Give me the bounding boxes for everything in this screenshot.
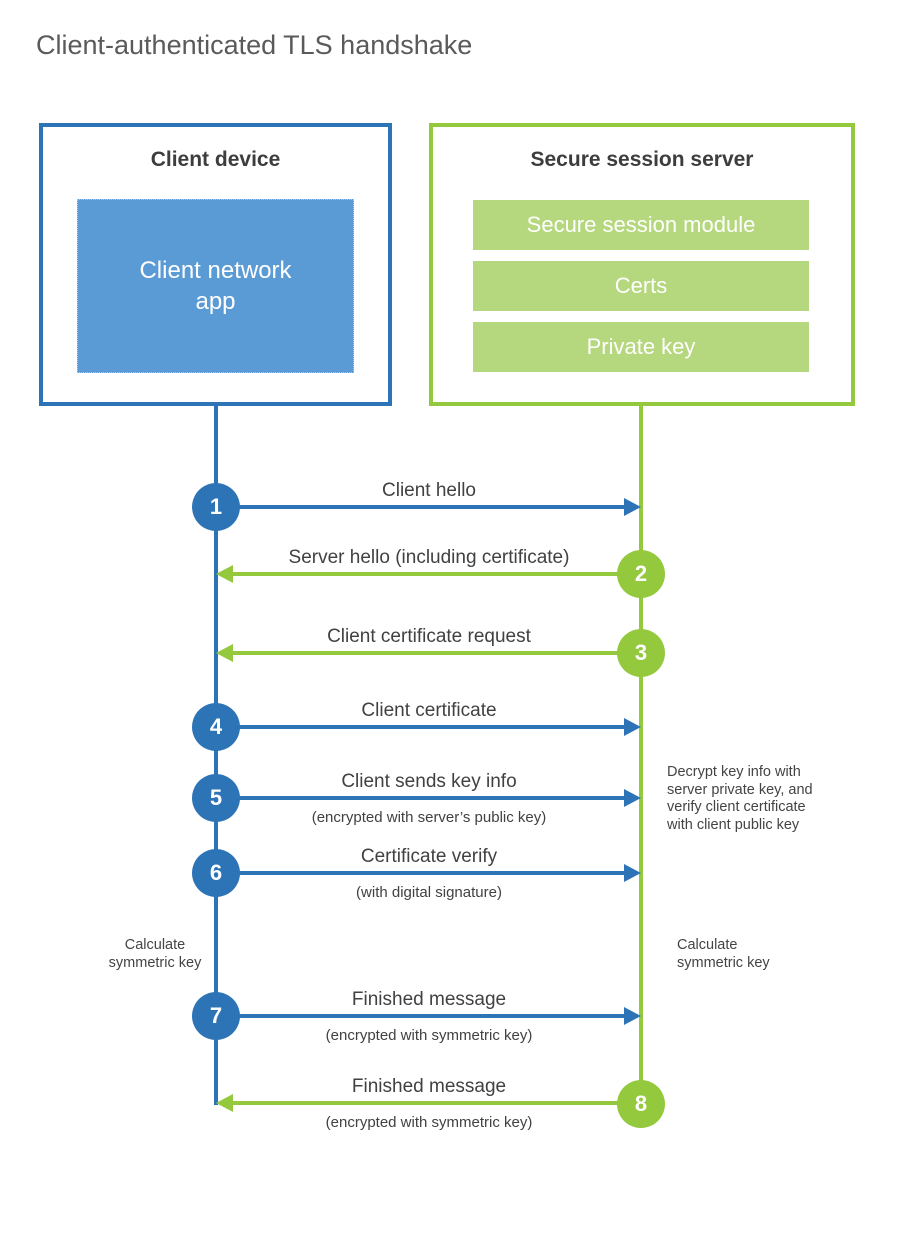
step-number: 4 [209,714,223,739]
server-decrypt-note: Decrypt key info with server private key… [667,764,813,833]
step-number: 8 [634,1091,648,1116]
arrow-right-icon [624,864,641,882]
arrow-right-icon [624,718,641,736]
step-badge: 3 [617,629,665,677]
arrow-line [216,505,626,509]
step-badge: 7 [192,992,240,1040]
arrow-right-icon [624,1007,641,1025]
arrow-left-icon [216,565,233,583]
message-sublabel: (encrypted with server’s public key) [311,809,547,826]
message-sublabel: (with digital signature) [356,884,502,901]
step-number: 5 [209,785,223,810]
message-label: Client certificate [361,700,497,721]
arrow-line [216,725,626,729]
client-lifeline [214,406,218,1105]
message-label: Client sends key info [341,771,517,792]
step-number: 3 [634,640,648,665]
arrow-line [232,572,641,576]
message-label: Finished message [351,1076,507,1097]
arrow-line [216,796,626,800]
client-calculate-key-note: Calculate symmetric key [108,937,202,971]
message-label: Client certificate request [327,626,531,647]
client-network-app-box: Client network app [77,199,354,373]
step-badge: 2 [617,550,665,598]
arrow-line [216,1014,626,1018]
server-calculate-key-note: Calculate symmetric key [677,937,770,971]
message-sublabel: (encrypted with symmetric key) [325,1114,533,1131]
step-number: 7 [209,1003,223,1028]
client-device-title: Client device [150,148,281,171]
server-lifeline [639,406,643,1106]
arrow-left-icon [216,644,233,662]
step-badge: 6 [192,849,240,897]
message-label: Certificate verify [360,846,498,867]
step-badge: 1 [192,483,240,531]
step-badge: 5 [192,774,240,822]
step-badge: 4 [192,703,240,751]
step-number: 2 [634,561,648,586]
secure-session-server-title: Secure session server [530,148,754,171]
message-label: Finished message [351,989,507,1010]
server-module-certs: Certs [473,261,809,311]
arrow-right-icon [624,498,641,516]
arrow-left-icon [216,1094,233,1112]
message-sublabel: (encrypted with symmetric key) [325,1027,533,1044]
arrow-line [232,1101,641,1105]
server-module-secure-session: Secure session module [473,200,809,250]
arrow-line [216,871,626,875]
message-label: Server hello (including certificate) [288,547,570,568]
page-title: Client-authenticated TLS handshake [36,30,473,60]
step-number: 6 [209,860,223,885]
step-number: 1 [209,494,223,519]
arrow-right-icon [624,789,641,807]
arrow-line [232,651,641,655]
step-badge: 8 [617,1080,665,1128]
message-label: Client hello [382,480,476,501]
server-module-private-key: Private key [473,322,809,372]
